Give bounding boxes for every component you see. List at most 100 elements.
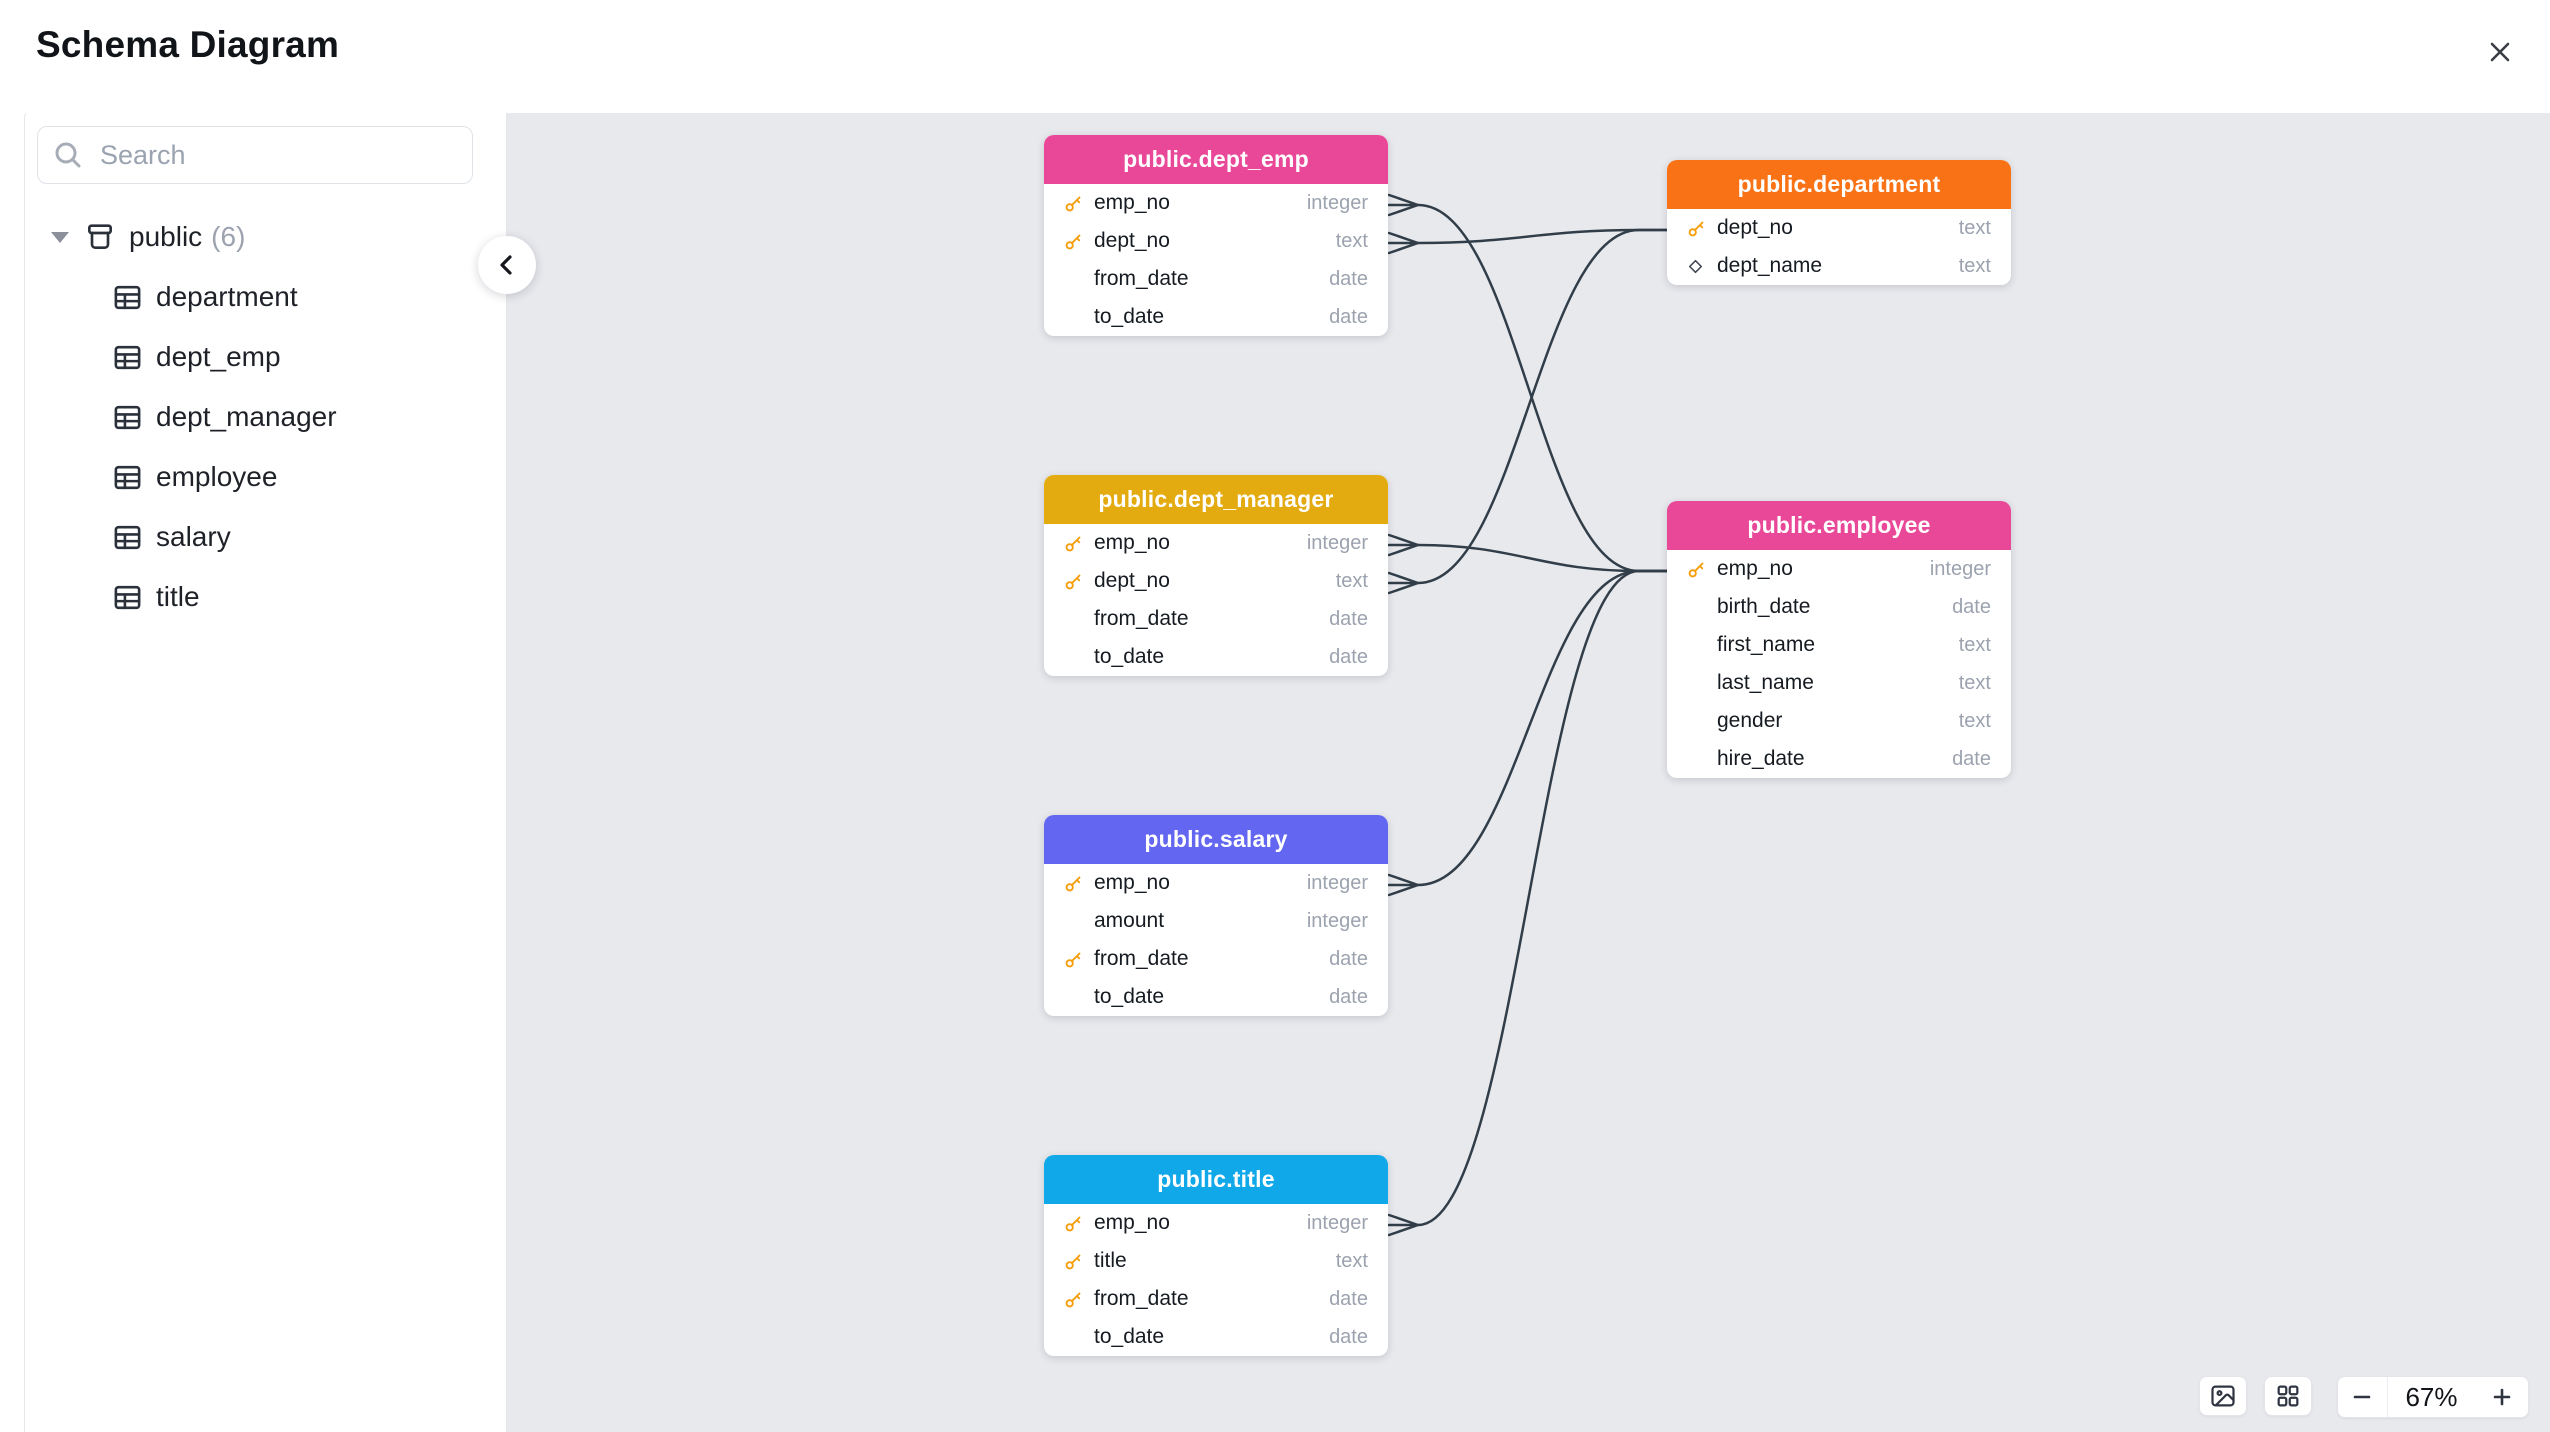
sidebar-item-employee[interactable]: employee [25, 447, 506, 507]
field-name: dept_name [1717, 254, 1823, 277]
field-name: from_date [1094, 1287, 1189, 1310]
table-node-title[interactable]: public.dept_manager [1044, 475, 1388, 524]
search-box [37, 126, 473, 184]
zoom-out-button[interactable] [2338, 1377, 2387, 1417]
primary-key-icon [1064, 1214, 1094, 1233]
sidebar-item-dept_manager[interactable]: dept_manager [25, 387, 506, 447]
field-type: text [1958, 671, 1991, 694]
field-name: title [1094, 1249, 1127, 1272]
field-row-from_date: from_date date [1044, 940, 1388, 978]
close-button[interactable] [2476, 28, 2524, 76]
table-label: salary [156, 521, 231, 552]
table-icon [112, 522, 143, 553]
table-label: employee [156, 461, 278, 492]
field-type: date [1329, 645, 1368, 668]
plus-icon [2489, 1384, 2515, 1410]
caret-down-icon [51, 231, 69, 243]
sidebar-item-dept_emp[interactable]: dept_emp [25, 327, 506, 387]
table-icon [112, 462, 143, 493]
field-name: gender [1717, 709, 1783, 732]
search-icon [52, 139, 84, 171]
close-icon [2486, 38, 2514, 66]
field-name: emp_no [1094, 871, 1170, 894]
sidebar-collapse-button[interactable] [478, 236, 536, 294]
table-icon [112, 582, 143, 613]
field-name: dept_no [1094, 229, 1170, 252]
field-type: integer [1306, 871, 1368, 894]
export-image-button[interactable] [2199, 1376, 2247, 1416]
sidebar-item-salary[interactable]: salary [25, 507, 506, 567]
table-label: title [156, 581, 200, 612]
field-type: text [1335, 229, 1368, 252]
primary-key-icon [1687, 560, 1717, 579]
primary-key-icon [1064, 572, 1094, 591]
grid-icon [2274, 1382, 2302, 1410]
diagram-canvas[interactable] [507, 113, 2550, 1432]
field-row-gender: gender text [1667, 702, 2011, 740]
chevron-left-icon [492, 250, 522, 280]
table-icon [112, 402, 143, 433]
field-type: text [1335, 569, 1368, 592]
field-name: emp_no [1094, 191, 1170, 214]
sidebar-item-title[interactable]: title [25, 567, 506, 627]
primary-key-icon [1064, 194, 1094, 213]
field-name: from_date [1094, 607, 1189, 630]
table-node-title[interactable]: public.dept_emp [1044, 135, 1388, 184]
primary-key-icon [1064, 1252, 1094, 1271]
table-icon [112, 282, 143, 313]
search-input[interactable] [98, 138, 458, 172]
field-type: date [1329, 947, 1368, 970]
schema-tree-root[interactable]: public (6) [25, 207, 506, 267]
field-name: from_date [1094, 267, 1189, 290]
table-node-title[interactable]: public.salary [1044, 815, 1388, 864]
layout-grid-button[interactable] [2264, 1376, 2312, 1416]
schema-icon [84, 221, 116, 253]
field-name: amount [1094, 909, 1165, 932]
image-icon [2209, 1382, 2237, 1410]
primary-key-icon [1064, 1290, 1094, 1309]
field-type: text [1958, 709, 1991, 732]
field-name: emp_no [1717, 557, 1793, 580]
field-name: birth_date [1717, 595, 1811, 618]
primary-key-icon [1064, 534, 1094, 553]
zoom-controls: 67% [2337, 1376, 2529, 1418]
zoom-in-button[interactable] [2475, 1377, 2528, 1417]
primary-key-icon [1064, 874, 1094, 893]
sidebar: public (6) department dept_emp dept_manage… [24, 110, 507, 1432]
table-label: department [156, 281, 298, 312]
table-node-title[interactable]: public.title [1044, 1155, 1388, 1204]
field-type: integer [1929, 557, 1991, 580]
unique-diamond-icon [1687, 258, 1717, 275]
field-type: date [1329, 1325, 1368, 1348]
field-name: last_name [1717, 671, 1814, 694]
zoom-level: 67% [2386, 1377, 2476, 1417]
table-label: dept_manager [156, 401, 337, 432]
field-name: to_date [1094, 305, 1165, 328]
field-row-birth_date: birth_date date [1667, 588, 2011, 626]
field-type: date [1329, 985, 1368, 1008]
field-name: from_date [1094, 947, 1189, 970]
field-type: date [1952, 747, 1991, 770]
field-row-last_name: last_name text [1667, 664, 2011, 702]
sidebar-item-department[interactable]: department [25, 267, 506, 327]
field-type: date [1329, 1287, 1368, 1310]
field-type: date [1952, 595, 1991, 618]
table-node-title[interactable]: public.department [1667, 160, 2011, 209]
table-node-title[interactable]: public.employee [1667, 501, 2011, 550]
field-type: text [1335, 1249, 1368, 1272]
